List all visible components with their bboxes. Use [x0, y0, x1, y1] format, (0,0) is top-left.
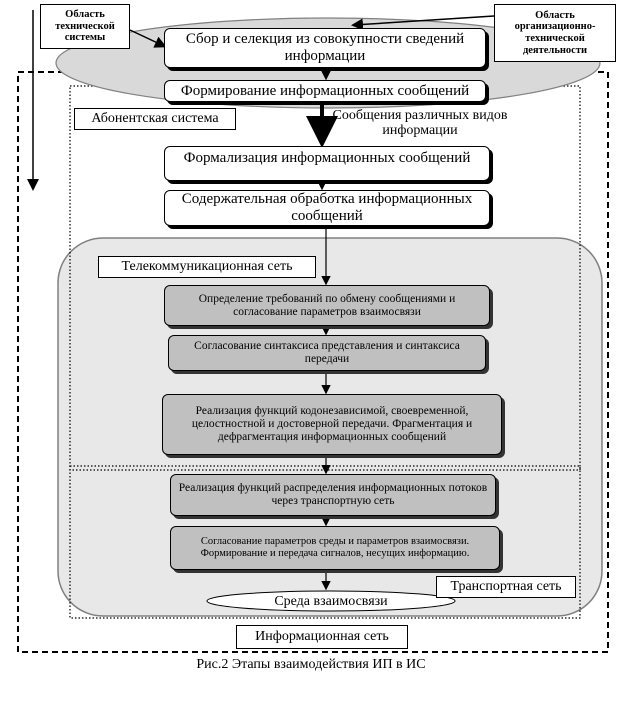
telecom-network-label: Телекоммуникационная сеть — [98, 256, 316, 278]
node-transmission: Реализация функций кодонезависимой, свое… — [162, 394, 502, 455]
node-syntax: Согласование синтаксиса представления и … — [168, 335, 486, 371]
technical-system-label: Область технической системы — [40, 4, 130, 49]
node-formalization: Формализация информационных сообщений — [164, 146, 490, 181]
node-message-formation: Формирование информационных сообщений — [164, 80, 486, 102]
subscriber-system-label: Абонентская система — [74, 108, 236, 130]
organizational-arrow — [351, 15, 495, 31]
technical-branch-arrow — [129, 29, 167, 48]
node-collection-selection: Сбор и селекция из совокупности сведений… — [164, 28, 486, 68]
transport-network-label: Транспортная сеть — [436, 576, 576, 598]
figure-caption: Рис.2 Этапы взаимодействия ИП в ИС — [196, 657, 426, 672]
transport-network-region — [69, 465, 581, 619]
organizational-area-label: Область организационно-технической деяте… — [494, 4, 616, 62]
node-medium: Среда взаимосвязи — [274, 594, 388, 609]
messages-annotation: Сообщения различных видов информации — [332, 108, 508, 139]
node-distribution: Реализация функций распределения информа… — [170, 474, 496, 516]
medium-ellipse — [206, 590, 456, 612]
information-network-label: Информационная сеть — [236, 625, 408, 649]
node-requirements: Определение требований по обмену сообщен… — [164, 285, 490, 326]
node-content-processing: Содержательная обработка информационных … — [164, 190, 490, 226]
node-signals: Согласование параметров среды и параметр… — [170, 526, 500, 570]
